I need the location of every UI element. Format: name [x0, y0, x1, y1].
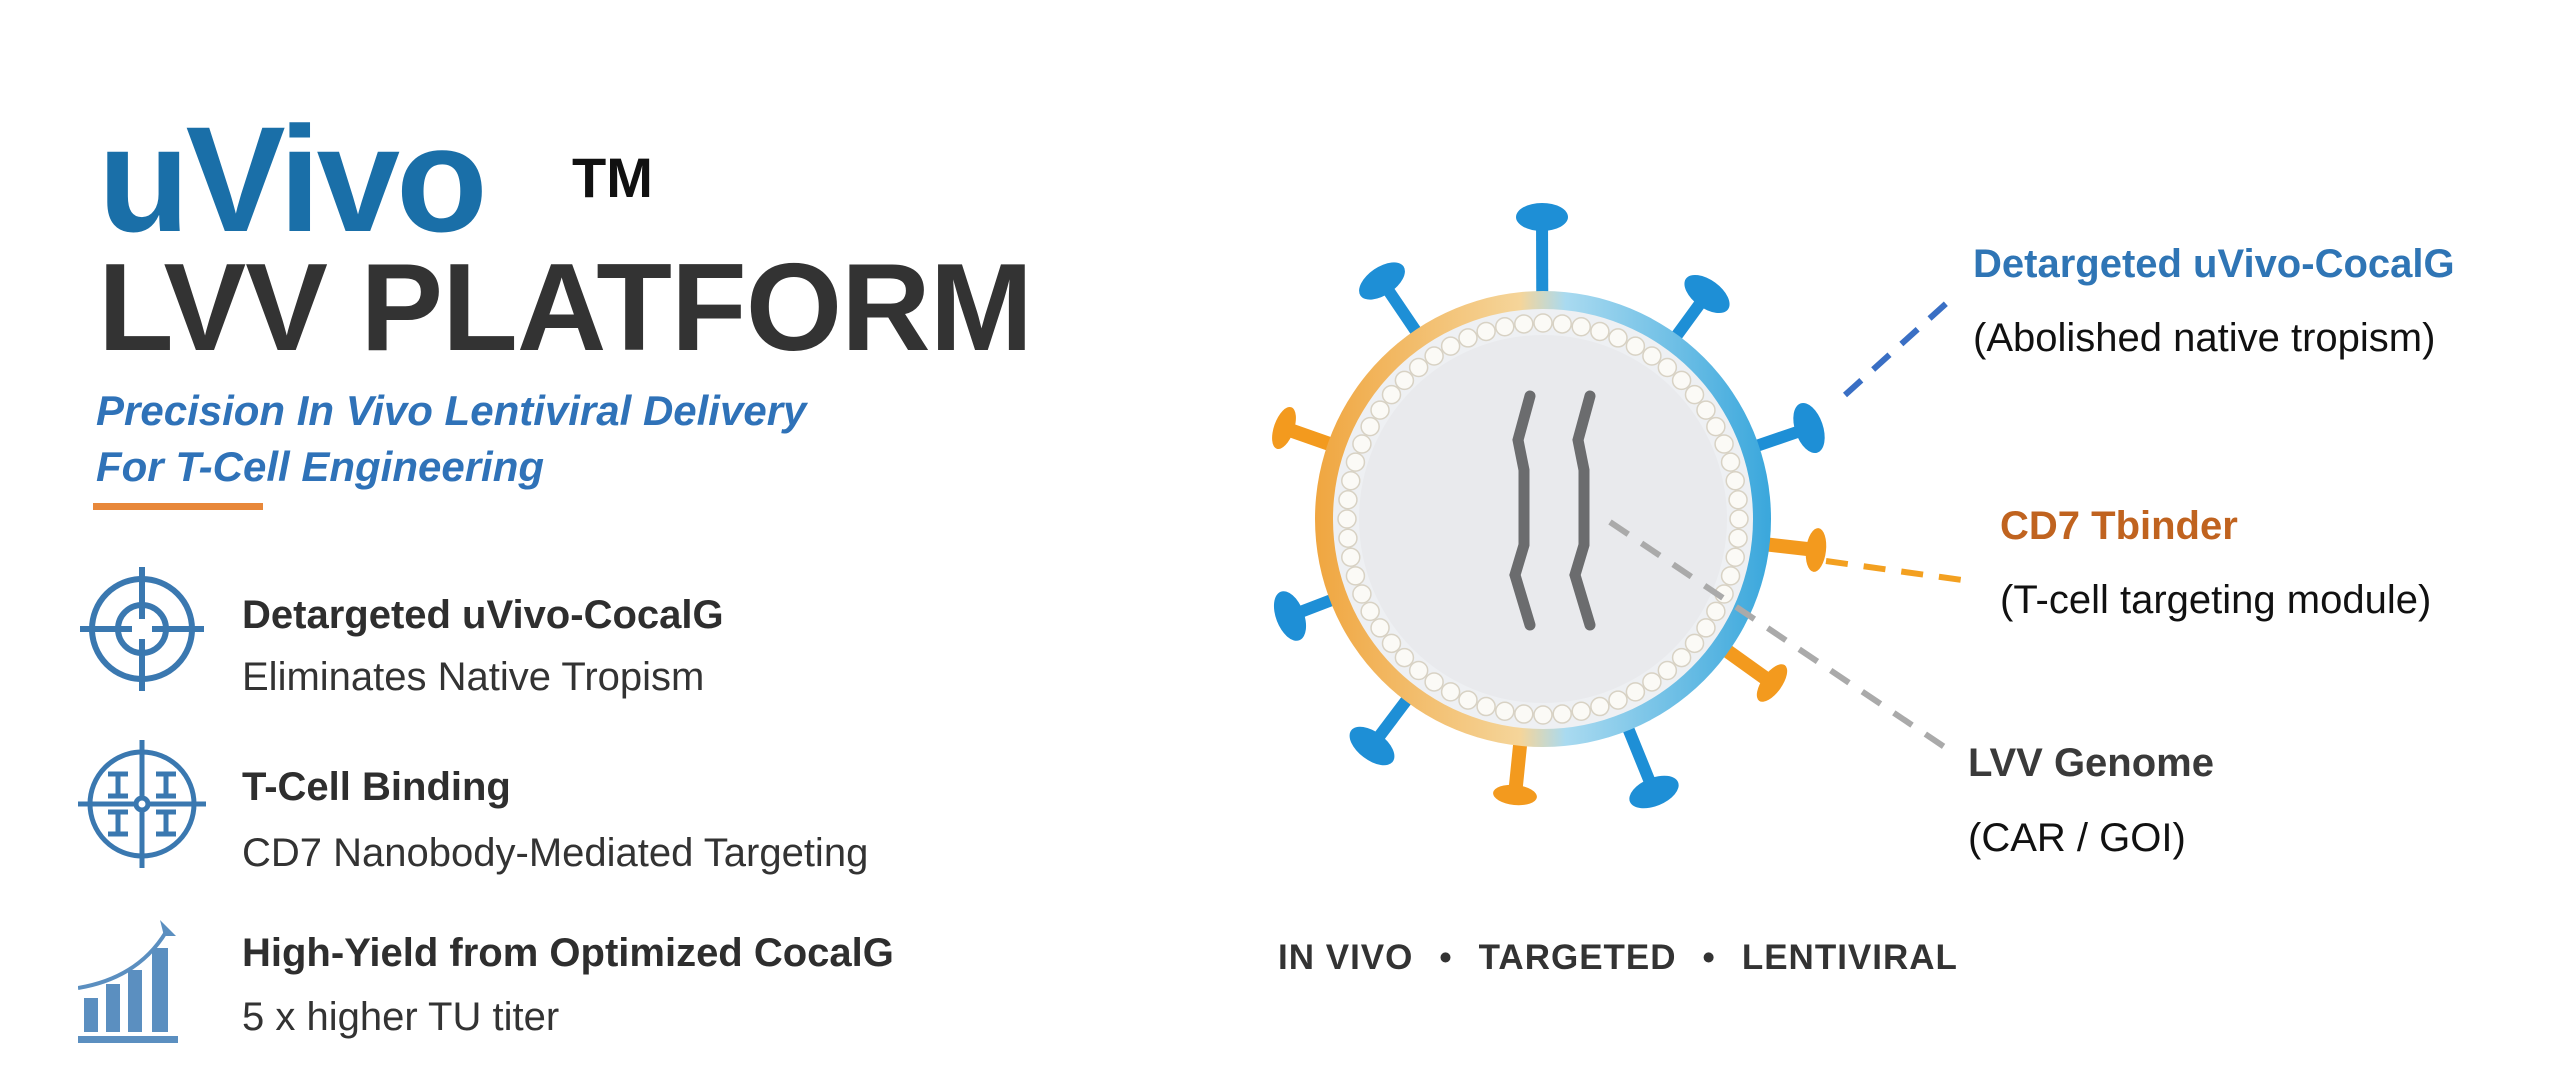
callout-envelope-title: Detargeted uVivo-CocalG [1973, 242, 2455, 286]
lipid-bead [1696, 400, 1716, 420]
lipid-bead [1495, 317, 1515, 337]
lipid-bead [1608, 328, 1628, 348]
lipid-bead [1657, 357, 1678, 378]
lipid-bead [1370, 400, 1390, 420]
target-crosshair-icon [80, 567, 204, 691]
callout-line-gray [1608, 519, 1954, 755]
genome-strand [1509, 390, 1536, 631]
lipid-bead [1642, 672, 1662, 692]
lipid-bead [1341, 547, 1361, 567]
lipid-bead [1533, 705, 1553, 725]
lipid-bead [1571, 317, 1591, 337]
lipid-bead [1720, 452, 1741, 472]
lipid-bead [1671, 370, 1692, 391]
lipid-bead [1552, 704, 1572, 724]
callout-tbinder-title: CD7 Tbinder [2000, 504, 2238, 548]
brand-name: uVivo [98, 95, 488, 263]
lipid-bead [1424, 346, 1444, 366]
trademark-mark: TM [572, 146, 653, 209]
lipid-bead [1590, 696, 1610, 717]
keyword: IN VIVO [1278, 938, 1414, 977]
separator-dot: • [1439, 938, 1453, 977]
lipid-bead [1476, 696, 1496, 717]
lipid-bead [1381, 633, 1402, 654]
lipid-bead [1571, 701, 1591, 721]
genome-strand [1569, 390, 1596, 631]
feature-subtitle: 5 x higher TU titer [242, 995, 560, 1039]
lipid-bead [1608, 690, 1628, 710]
lipid-bead [1706, 601, 1726, 622]
lipid-bead [1552, 314, 1572, 334]
lipid-bead [1458, 328, 1478, 348]
lipid-bead [1338, 528, 1358, 548]
lipid-bead [1394, 370, 1415, 391]
lipid-bead [1590, 321, 1610, 342]
lipid-bead [1728, 528, 1748, 548]
feature-title: Detargeted uVivo-CocalG [242, 593, 724, 637]
accent-divider [93, 503, 263, 510]
tagline-line-2: For T-Cell Engineering [96, 443, 545, 490]
lipid-bead [1424, 672, 1444, 692]
lipid-bead [1725, 471, 1745, 491]
lipid-bead [1360, 601, 1380, 622]
lipid-bead [1728, 490, 1748, 510]
lipid-bead [1440, 336, 1461, 356]
separator-dot: • [1702, 938, 1716, 977]
lipid-bead [1642, 346, 1662, 366]
lipid-bead [1625, 336, 1646, 356]
lipid-bead [1495, 701, 1515, 721]
lipid-bead [1345, 566, 1366, 586]
lipid-bead [1408, 660, 1429, 681]
lipid-bead [1729, 509, 1749, 529]
keyword: LENTIVIRAL [1741, 938, 1958, 977]
feature-title: T-Cell Binding [242, 765, 511, 809]
callout-envelope-subtitle: (Abolished native tropism) [1973, 316, 2436, 360]
lipid-bead [1514, 704, 1534, 724]
lipid-bead [1706, 416, 1726, 437]
lipid-bead [1714, 434, 1734, 454]
lipid-bead [1671, 647, 1692, 668]
lvv-genome-strands [1509, 390, 1596, 631]
lipid-bead [1533, 313, 1553, 333]
feature-subtitle: Eliminates Native Tropism [242, 655, 705, 699]
lipid-bead [1352, 584, 1372, 604]
callout-tbinder-subtitle: (T-cell targeting module) [2000, 578, 2432, 622]
lipid-bead [1720, 566, 1741, 586]
lipid-bead [1345, 452, 1366, 472]
lipid-bead [1394, 647, 1415, 668]
viral-core [1359, 335, 1727, 703]
lipid-bead [1337, 509, 1357, 529]
lipid-bead [1338, 490, 1358, 510]
lipid-bead [1408, 357, 1429, 378]
lipid-bead [1360, 416, 1380, 437]
lipid-bead [1341, 471, 1361, 491]
lipid-bead [1440, 682, 1461, 702]
callout-genome-title: LVV Genome [1968, 741, 2214, 785]
callout-line-orange [1825, 558, 1963, 583]
bar-chart-growth-icon [78, 920, 178, 1043]
feature-keywords: IN VIVO • TARGETED • LENTIVIRAL [1278, 940, 1958, 975]
callout-genome-subtitle: (CAR / GOI) [1968, 816, 2186, 860]
lipid-bead [1684, 384, 1705, 405]
keyword: TARGETED [1478, 938, 1677, 977]
feature-title: High-Yield from Optimized CocalG [242, 931, 894, 975]
lipid-bead [1696, 618, 1716, 638]
lipid-bead [1657, 660, 1678, 681]
feature-subtitle: CD7 Nanobody-Mediated Targeting [242, 831, 869, 875]
lipid-bead [1458, 690, 1478, 710]
lipid-bead [1725, 547, 1745, 567]
page-title: LVV PLATFORM [98, 239, 1033, 377]
lipid-bead [1476, 321, 1496, 342]
lipid-bead [1684, 633, 1705, 654]
tagline-line-1: Precision In Vivo Lentiviral Delivery [96, 387, 807, 434]
callout-line-blue [1842, 297, 1953, 398]
lipid-bead [1370, 618, 1390, 638]
lipid-bead [1625, 682, 1646, 702]
cell-binding-crosshair-icon [78, 740, 206, 868]
lipid-bead [1352, 434, 1372, 454]
lipid-beads [1337, 313, 1749, 725]
lipid-bead [1381, 384, 1402, 405]
lipid-bead [1514, 314, 1534, 334]
